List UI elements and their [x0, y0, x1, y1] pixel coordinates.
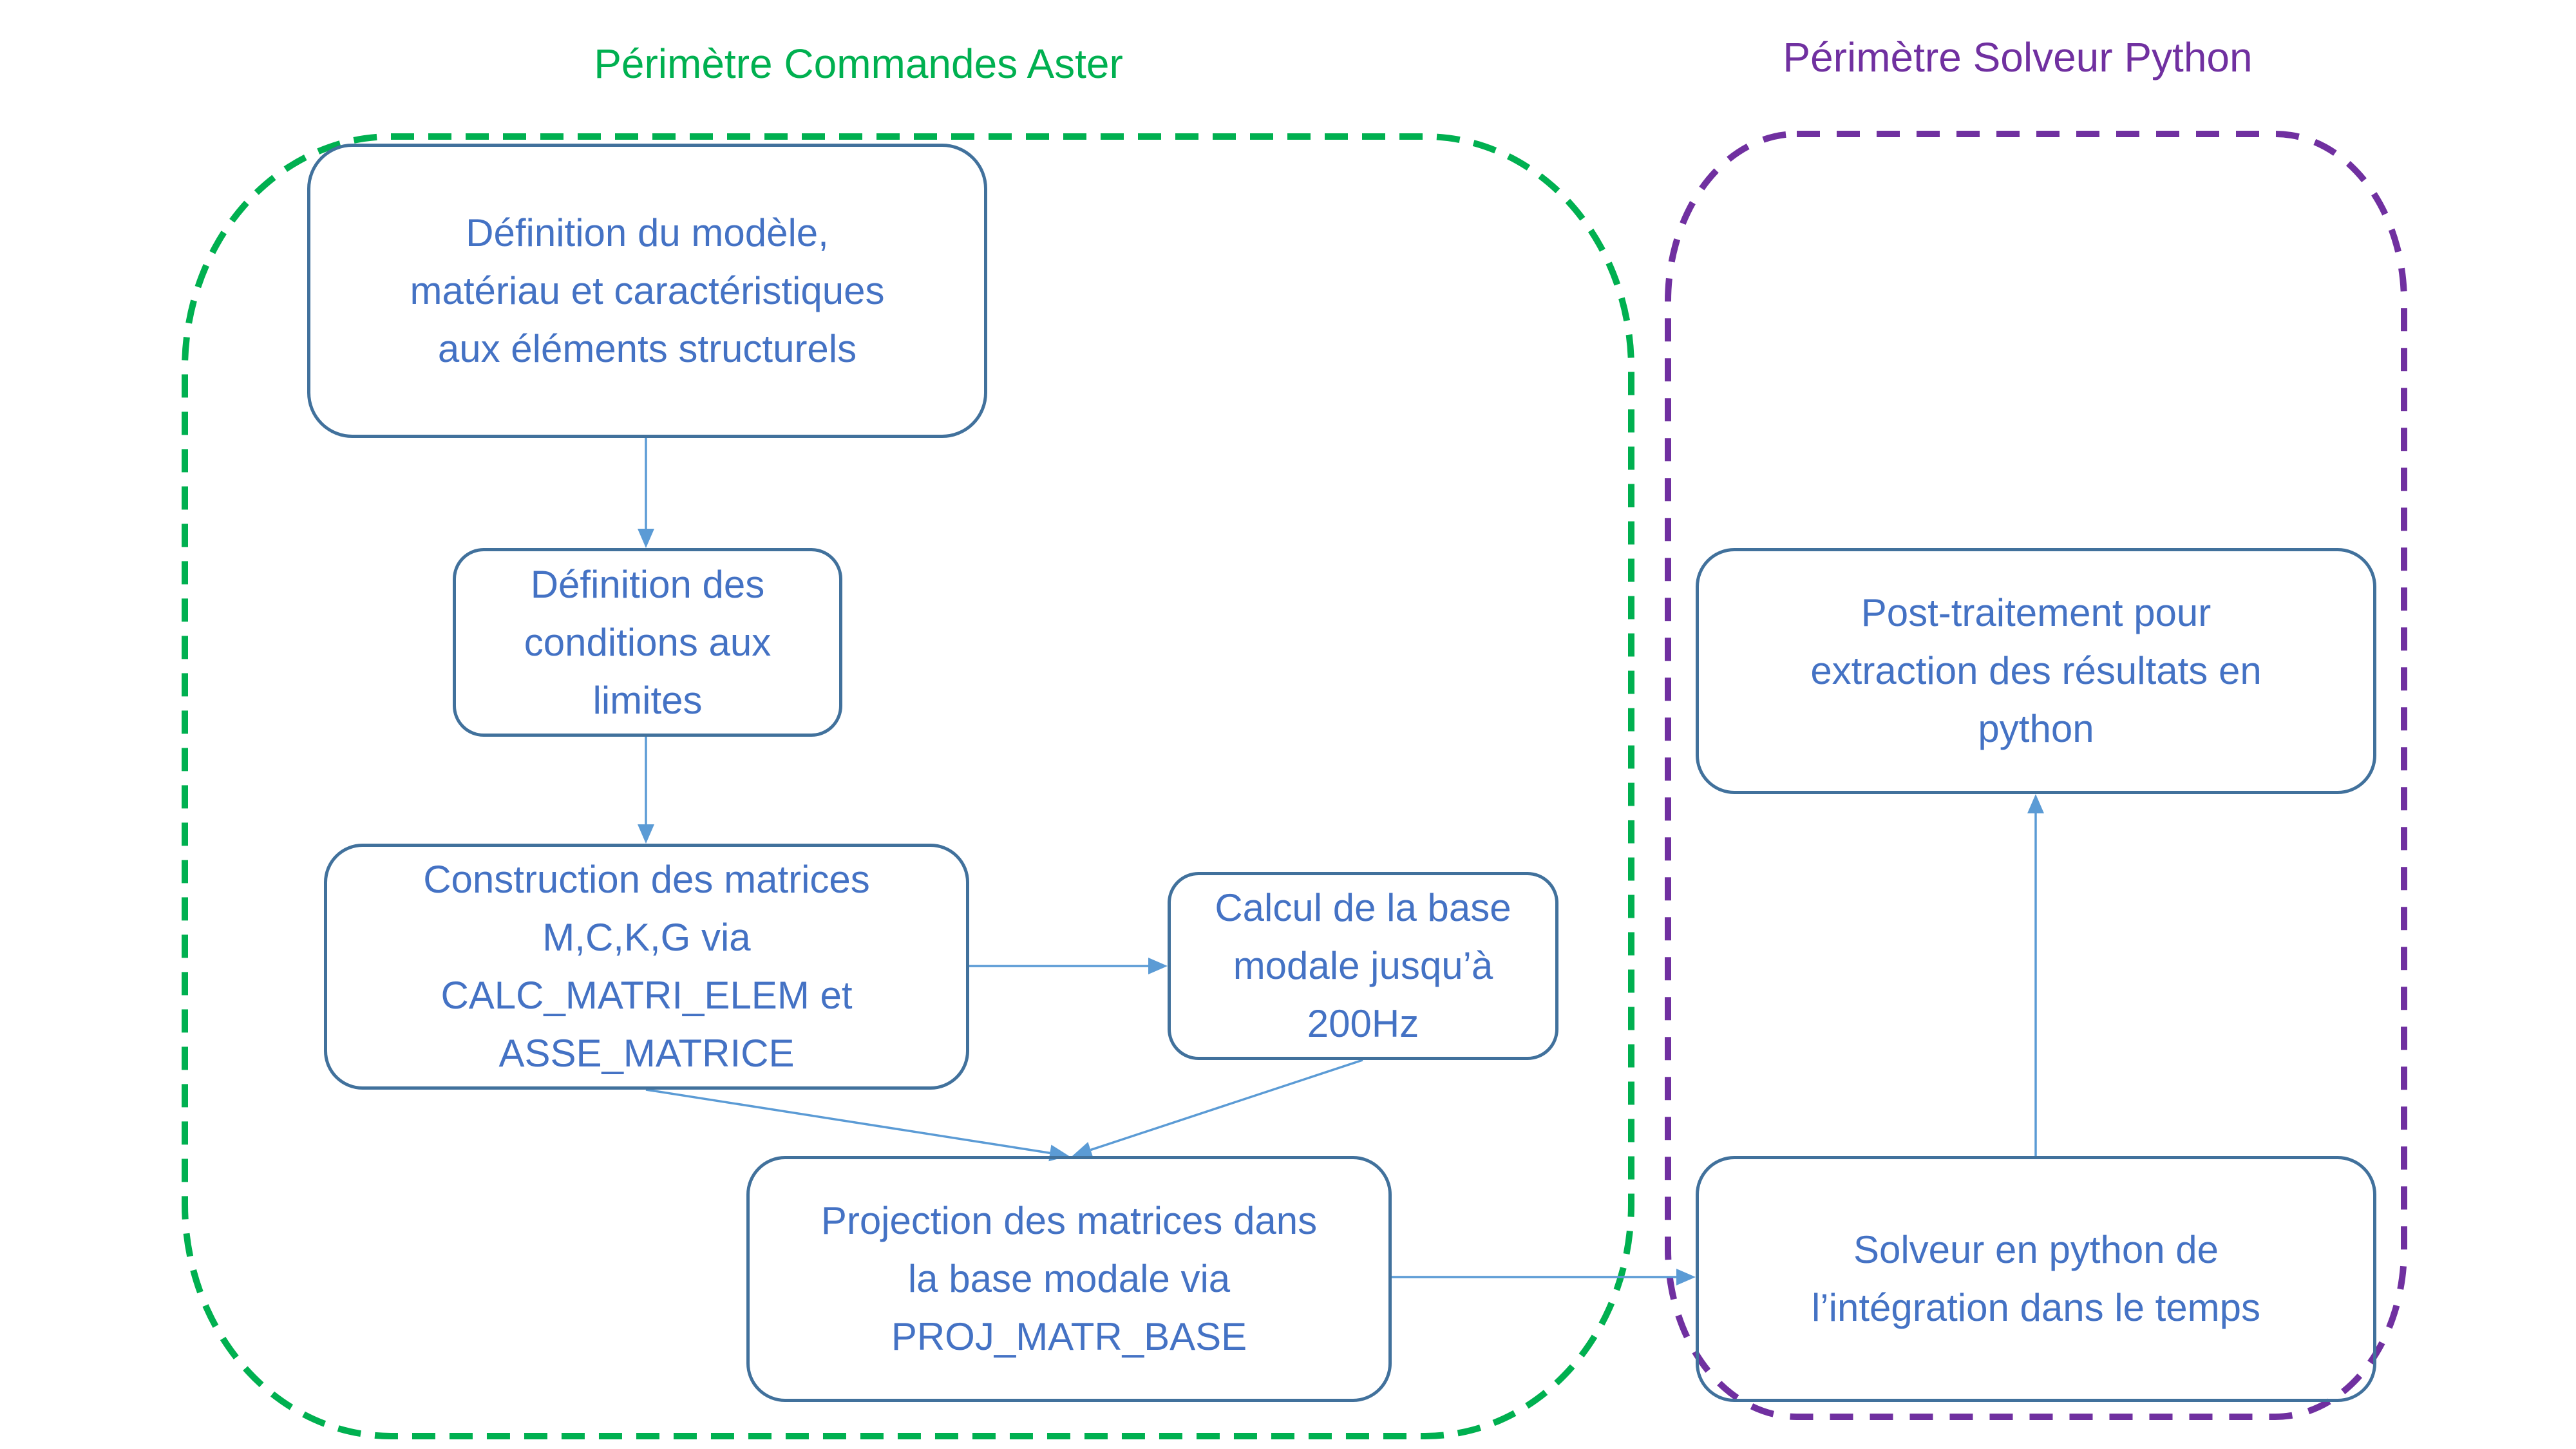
- node-text-line: extraction des résultats en: [1810, 649, 2262, 692]
- arrowhead-icon: [1072, 1142, 1094, 1158]
- arrowhead-icon: [2027, 794, 2044, 813]
- node-text-line: conditions aux: [524, 620, 772, 664]
- region-title-python: Périmètre Solveur Python: [1783, 34, 2253, 80]
- node-text-line: M,C,K,G via: [542, 916, 751, 959]
- edge-model-definition-to-boundary-conditions: [638, 438, 654, 548]
- node-modal-basis[interactable]: Calcul de la base modale jusqu’à 200Hz: [1168, 872, 1558, 1060]
- node-text-line: Construction des matrices: [423, 858, 870, 901]
- edge-modal-basis-to-projection: [1072, 1059, 1363, 1158]
- node-text-line: aux éléments structurels: [437, 327, 857, 370]
- node-text-line: limites: [592, 678, 703, 722]
- node-text-line: Post-traitement pour: [1861, 591, 2211, 634]
- node-projection[interactable]: Projection des matrices dans la base mod…: [746, 1156, 1392, 1402]
- node-text-line: python: [1978, 707, 2094, 750]
- node-matrix-construction[interactable]: Construction des matrices M,C,K,G via CA…: [324, 844, 969, 1090]
- edges-layer: [638, 438, 2044, 1285]
- edge-projection-to-python-solver: [1392, 1269, 1696, 1285]
- edge-line: [645, 1088, 1050, 1155]
- node-text-line: Définition des: [530, 562, 765, 606]
- node-python-solver[interactable]: Solveur en python de l’intégration dans …: [1696, 1156, 2376, 1402]
- arrowhead-icon: [1676, 1269, 1696, 1285]
- node-text-line: modale jusqu’à: [1233, 944, 1493, 987]
- node-text-line: matériau et caractéristiques: [410, 269, 885, 312]
- node-text-line: Solveur en python de: [1853, 1228, 2219, 1271]
- node-boundary-conditions[interactable]: Définition des conditions aux limites: [453, 548, 842, 737]
- region-title-aster: Périmètre Commandes Aster: [594, 41, 1123, 87]
- region-aster-boundary: [182, 133, 1634, 1439]
- edge-python-solver-to-post-processing: [2027, 794, 2044, 1156]
- edge-matrix-construction-to-projection: [645, 1088, 1069, 1162]
- edge-matrix-construction-to-modal-basis: [969, 958, 1168, 974]
- node-text-line: PROJ_MATR_BASE: [891, 1315, 1247, 1358]
- node-text-line: ASSE_MATRICE: [498, 1032, 795, 1075]
- arrowhead-icon: [638, 824, 654, 844]
- node-text-line: Calcul de la base: [1215, 886, 1511, 929]
- node-text-line: l’intégration dans le temps: [1811, 1286, 2261, 1329]
- node-text-line: Projection des matrices dans: [820, 1199, 1318, 1242]
- node-model-definition[interactable]: Définition du modèle, matériau et caract…: [307, 144, 987, 438]
- edge-boundary-conditions-to-matrix-construction: [638, 737, 654, 844]
- node-post-processing[interactable]: Post-traitement pour extraction des résu…: [1696, 548, 2376, 794]
- node-text-line: CALC_MATRI_ELEM et: [440, 974, 853, 1017]
- region-python-boundary: [1665, 131, 2407, 1420]
- edge-line: [1090, 1059, 1363, 1151]
- node-text-line: la base modale via: [907, 1257, 1231, 1300]
- arrowhead-icon: [1148, 958, 1168, 974]
- node-text-line: 200Hz: [1307, 1002, 1419, 1045]
- node-text-line: Définition du modèle,: [466, 211, 829, 254]
- arrowhead-icon: [638, 529, 654, 548]
